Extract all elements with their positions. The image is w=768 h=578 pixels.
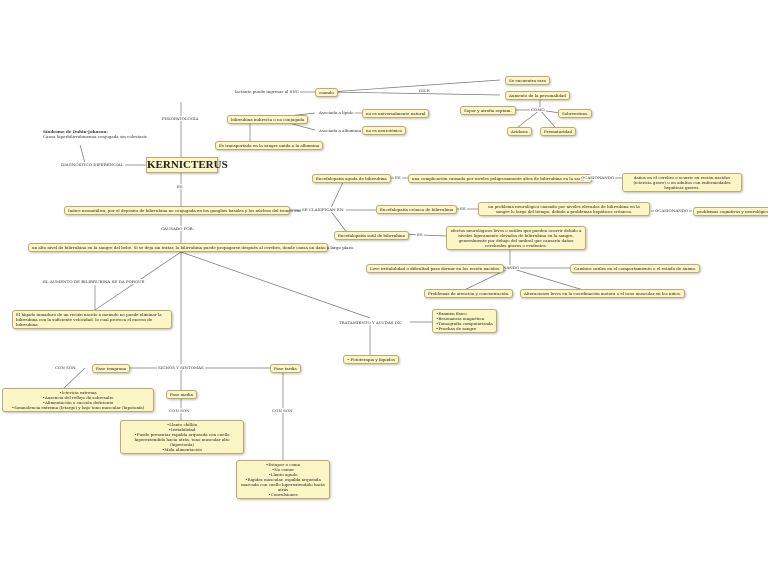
cuando-node[interactable]: cuando (315, 88, 338, 97)
causado-por-label: CAUSADO POR: (160, 226, 196, 231)
aguda-result-node[interactable]: daños en el cerebro o ocurrir en recién … (622, 173, 742, 192)
se-clasifican-label: SE CLASIFICAN EN: (301, 207, 346, 212)
alteraciones-leves-node[interactable]: Alteraciones leves en la coordinación mo… (520, 289, 686, 298)
con-son3-label: CON SON (271, 408, 294, 413)
media-item: •Llanto chillón (166, 422, 198, 427)
bili-indirecta-node[interactable]: bilirrubina indirecta o no conjugada (227, 115, 309, 124)
higado-node[interactable]: El hígado inmaduro de un recién nacido a… (12, 310, 172, 329)
cronica-desc-node[interactable]: un problema neurológico causado por nive… (478, 202, 650, 216)
tardia-item: •No comer (271, 467, 295, 472)
media-item: •Puede presentar espalda arqueada con cu… (134, 432, 230, 447)
asociada-albumina-label: Asociada a albumina (318, 128, 362, 133)
ayuda-item: •Resonancia magnética (436, 316, 485, 321)
tardia-item: •Estupor o coma (265, 462, 301, 467)
ocasionando2-label: OCASIONANDO (654, 208, 690, 213)
aguda-es-label: ES (394, 175, 402, 180)
encuentra-rara-node[interactable]: Se encuentra rara (505, 76, 550, 85)
aumento-label: EL AUMENTO DE BILIRRUBINA SE DA PORQUE (42, 279, 146, 284)
fase-media-node[interactable]: Fase media (166, 390, 197, 399)
cronica-node[interactable]: Encefalopatía crónica de bilirrubina (376, 205, 458, 214)
temprana-item: •Ictericia extrema (59, 390, 97, 395)
ayuda-item: •Pruebas de sangre (436, 326, 477, 331)
causa-node[interactable]: un alto nivel de bilirrubina en la sangr… (28, 243, 354, 252)
como-label: COMO (530, 107, 546, 112)
dice-label: DICE (418, 88, 431, 93)
tardia-item: •Convulsiones (268, 492, 298, 497)
con-son2-label: CON SON (168, 408, 191, 413)
signos-label: SIGNOS Y SINTOMAS (157, 365, 205, 370)
sutil-node[interactable]: Encefalopatía sutil de bilirrubina (334, 231, 410, 240)
sutil-desc-node[interactable]: efectos neurológicos leves o sutiles que… (446, 226, 586, 250)
fase-temprana-node[interactable]: Fase temprana (92, 364, 131, 373)
dubin-text: Causa hiperbilirrubinemia conjugada sin … (43, 134, 147, 139)
temprana-list[interactable]: •Ictericia extrema •Ausencia del reflejo… (2, 388, 154, 412)
ayudas-list[interactable]: •Examen físico •Resonancia magnética •To… (432, 309, 497, 333)
no-unida-node[interactable]: no es universalmente natural (362, 109, 430, 118)
aumento-personalidad-node[interactable]: Aumento de la personalidad (505, 91, 570, 100)
tratamiento-label: TRATAMIENTO Y AYUDAS DX (338, 320, 402, 325)
tardia-list[interactable]: •Estupor o coma •No comer •Llanto agudo … (236, 460, 330, 499)
no-neurotoxico-node[interactable]: no es neurotóxico (362, 126, 406, 135)
ictericia-node[interactable]: Índice neonatálica, por el depósito de b… (64, 206, 316, 215)
temprana-item: •Somnolencia extrema (letargo) y bajo to… (11, 405, 145, 410)
fisiopatologia-label: FISIOPATOLOGÍA (161, 116, 200, 121)
fase-tardia-node[interactable]: Fase tardía (270, 364, 301, 373)
transportada-node[interactable]: Es transportada en la sangre unida a la … (215, 141, 324, 150)
dubin-johnson-note: Síndrome de Dubin-Johnson: Causa hiperbi… (42, 129, 154, 139)
ayuda-item: •Tomografía computarizada (436, 321, 493, 326)
sopor-node[interactable]: Sopor y atrofia septum. (460, 106, 516, 115)
diagnostico-label: DIAGNÓSTICO DIFERENCIAL (60, 162, 125, 167)
cronica-es-label: ES (459, 206, 467, 211)
media-item: •Irritabilidad (168, 427, 196, 432)
cronica-result-node[interactable]: problemas cognitivos y neurológicos (693, 207, 768, 216)
prematuridad-node[interactable]: Prematuridad (540, 127, 577, 136)
media-list[interactable]: •Llanto chillón •Irritabilidad •Puede pr… (120, 420, 244, 454)
lactante-text: lactante puede ingresar al SNC (234, 89, 300, 94)
central-topic[interactable]: KERNICTERUS (146, 157, 228, 173)
problemas-atencion-node[interactable]: Problemas de atención y concentración. (424, 289, 514, 298)
media-item: •Mala alimentación (162, 447, 202, 452)
fototerapia-node[interactable]: • Fototerapia y líquidos (343, 355, 399, 364)
leve-irrit-node[interactable]: Leve irritabilidad o dificultad para dor… (366, 264, 505, 273)
aguda-desc-node[interactable]: una complicación causada por niveles pel… (408, 174, 593, 183)
aguda-node[interactable]: Encefalopatía aguda de bilirrubina (312, 174, 391, 183)
dubin-title: Síndrome de Dubin-Johnson: (43, 129, 108, 134)
es-label: ES (176, 184, 184, 189)
cambios-sutiles-node[interactable]: Cambios sutiles en el comportamiento o e… (570, 264, 701, 273)
tardia-item: •Llanto agudo (268, 472, 298, 477)
sutil-es-label: ES (416, 232, 424, 237)
acidosis-node[interactable]: Acidosis (507, 127, 532, 136)
temprana-item: •Ausencia del reflejo de sobresalto (42, 395, 114, 400)
ayuda-item: •Examen físico (436, 311, 467, 316)
tardia-item: •Rigidez muscular, espalda arqueada marc… (241, 477, 325, 492)
temprana-item: •Alimentación o succión deficiente (42, 400, 114, 405)
ocasionando1-label: OCASIONANDO (580, 175, 616, 180)
con-son1-label: CON SON (54, 365, 77, 370)
asociada-lipido-label: Asociada a lípido (318, 110, 355, 115)
sobrestim-node[interactable]: Sobreestims. (558, 109, 593, 118)
